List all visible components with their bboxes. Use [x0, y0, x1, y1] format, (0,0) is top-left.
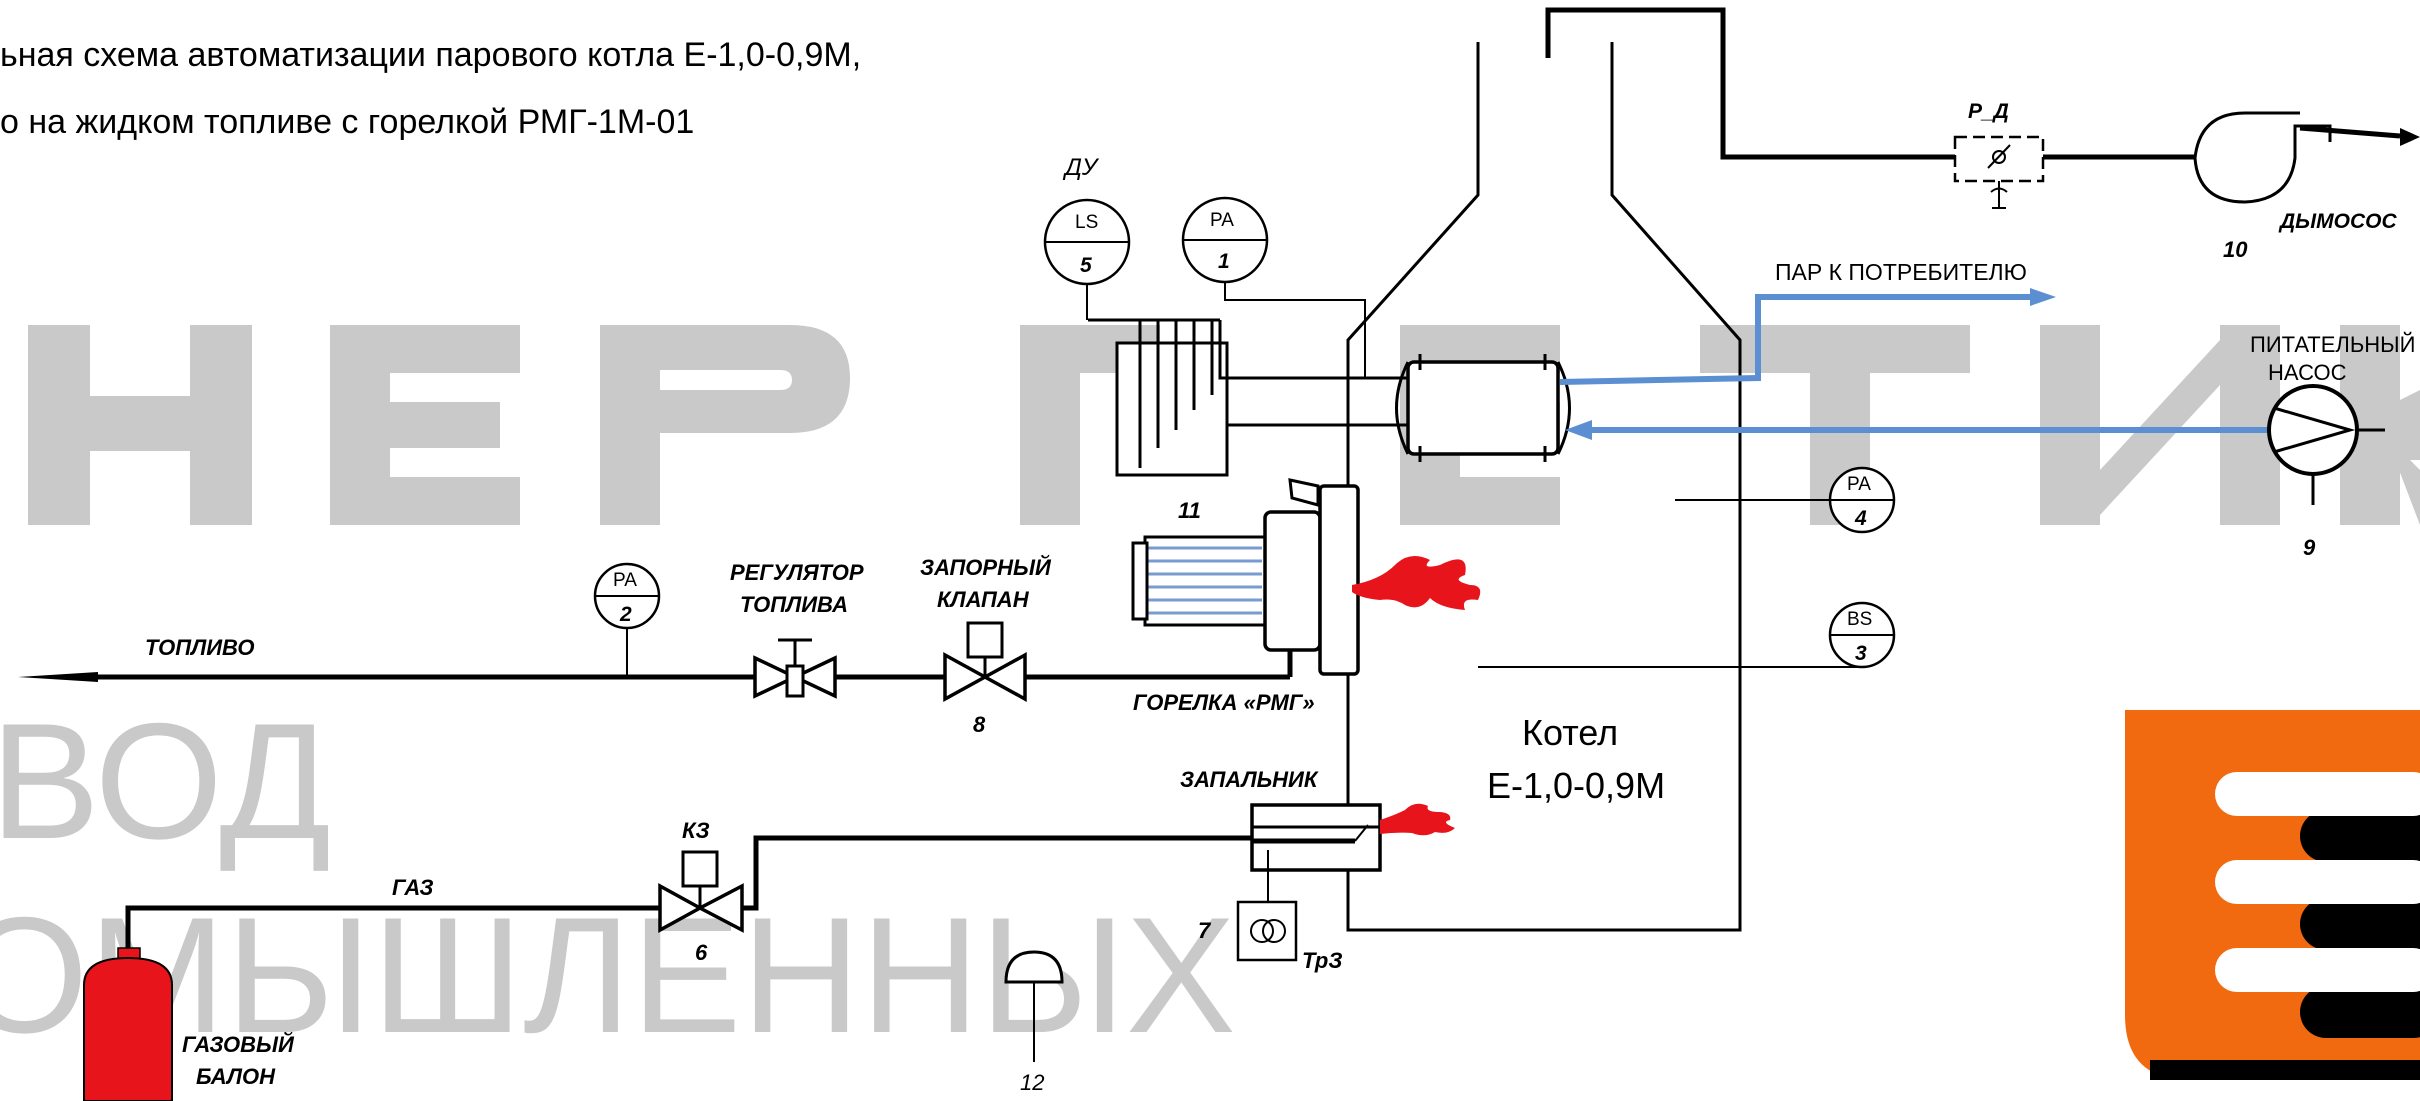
- igniter-flame: [1380, 803, 1455, 836]
- steam-to-consumer-label: ПАР К ПОТРЕБИТЕЛЮ: [1775, 259, 2027, 285]
- watermark-letter-i: [2040, 325, 2280, 525]
- steam-line: ПАР К ПОТРЕБИТЕЛЮ: [1559, 259, 2056, 385]
- gas-cylinder-label-2: БАЛОН: [196, 1064, 276, 1089]
- instrument-pa-1: PA 1: [1181, 196, 1366, 378]
- instrument-pa-2-code: PA: [613, 570, 637, 591]
- damper-label: Р_Д: [1968, 100, 2009, 123]
- trz-label: ТрЗ: [1302, 948, 1342, 973]
- burner-flame: [1352, 556, 1481, 610]
- shutoff-valve-label-1: ЗАПОРНЫЙ: [920, 554, 1052, 580]
- watermark-letter-g: [1020, 325, 1160, 525]
- instrument-pa-2: PA 2: [593, 562, 661, 677]
- instrument-pa-1-code: PA: [1210, 210, 1234, 231]
- watermark-letter-e1: [330, 325, 520, 525]
- instrument-bs-3-number: 3: [1855, 642, 1867, 665]
- instrument-pa-4: PA 4: [1675, 466, 1896, 534]
- burner-label: ГОРЕЛКА «РМГ»: [1133, 690, 1315, 715]
- instrument-pa-2-number: 2: [619, 603, 632, 626]
- gas-line: ГАЗ: [125, 835, 1252, 950]
- instrument-pa-1-number: 1: [1218, 250, 1230, 273]
- fuel-label: ТОПЛИВО: [145, 635, 254, 660]
- feed-pump-label-2: НАСОС: [2268, 360, 2347, 385]
- chimney: [1545, 7, 1955, 160]
- fuel-line: ТОПЛИВО: [18, 635, 1293, 682]
- alarm-bell-12: 12: [1004, 950, 1064, 1095]
- fuel-regulator-label-2: ТОПЛИВА: [740, 592, 848, 617]
- number-10: 10: [2223, 237, 2248, 262]
- watermark-letter-r: [600, 325, 850, 525]
- igniter-label: ЗАПАЛЬНИК: [1180, 767, 1319, 792]
- instrument-ls-5: LS 5 ДУ: [1043, 154, 1131, 320]
- gas-valve-6: КЗ 6: [658, 818, 744, 965]
- ignition-transformer: 7 ТрЗ: [1198, 870, 1342, 973]
- number-6: 6: [695, 940, 708, 965]
- instrument-ls-5-code: LS: [1075, 212, 1098, 233]
- gas-label: ГАЗ: [392, 875, 434, 900]
- kz-label: КЗ: [682, 818, 710, 843]
- instrument-bs-3-code: BS: [1847, 609, 1872, 630]
- fuel-regulator-label-1: РЕГУЛЯТОР: [730, 560, 864, 585]
- number-12: 12: [1020, 1070, 1044, 1095]
- scheme-title-line2: о на жидком топливе с горелкой РМГ-1М-01: [0, 103, 694, 141]
- gas-cylinder: ГАЗОВЫЙ БАЛОН: [83, 947, 295, 1101]
- smoke-exhauster-label: ДЫМОСОС: [2278, 210, 2397, 233]
- smoke-exhauster: 10 ДЫМОСОС: [2193, 111, 2420, 262]
- level-column: [1088, 318, 1408, 477]
- steam-drum: [1395, 354, 1571, 462]
- number-11: 11: [1178, 498, 1201, 523]
- feed-pump-label-1: ПИТАТЕЛЬНЫЙ: [2250, 332, 2415, 357]
- shutoff-valve-8: 8 ЗАПОРНЫЙ КЛАПАН: [920, 554, 1052, 737]
- watermark-line1: ВОД: [0, 689, 331, 873]
- gas-cylinder-label-1: ГАЗОВЫЙ: [182, 1031, 295, 1057]
- boiler-label-2: Е-1,0-0,9М: [1487, 765, 1665, 806]
- igniter: ЗАПАЛЬНИК: [1180, 767, 1382, 872]
- number-7: 7: [1198, 918, 1212, 943]
- du-label: ДУ: [1062, 154, 1100, 181]
- number-8: 8: [973, 712, 986, 737]
- scheme-title-line1: ьная схема автоматизации парового котла …: [0, 36, 861, 74]
- shutoff-valve-label-2: КЛАПАН: [937, 587, 1030, 612]
- watermark-letter-n: [28, 325, 252, 525]
- feed-pump: 9 ПИТАТЕЛЬНЫЙ НАСОС: [2250, 332, 2415, 560]
- boiler-label-1: Котел: [1522, 712, 1618, 753]
- flue-damper-rd: Р_Д: [1953, 100, 2195, 209]
- instrument-ls-5-number: 5: [1080, 254, 1092, 277]
- company-logo: [2125, 710, 2420, 1080]
- number-9: 9: [2303, 535, 2316, 560]
- feed-water-line: [1565, 420, 2270, 440]
- instrument-bs-3: BS 3: [1478, 601, 1896, 669]
- boiler-body: [1346, 42, 1742, 932]
- instrument-pa-4-number: 4: [1854, 507, 1867, 530]
- instrument-pa-4-code: PA: [1847, 474, 1871, 495]
- fuel-regulator-valve: РЕГУЛЯТОР ТОПЛИВА: [730, 560, 864, 699]
- burner-rmg: 11 ГОРЕЛКА «РМГ»: [1131, 478, 1360, 715]
